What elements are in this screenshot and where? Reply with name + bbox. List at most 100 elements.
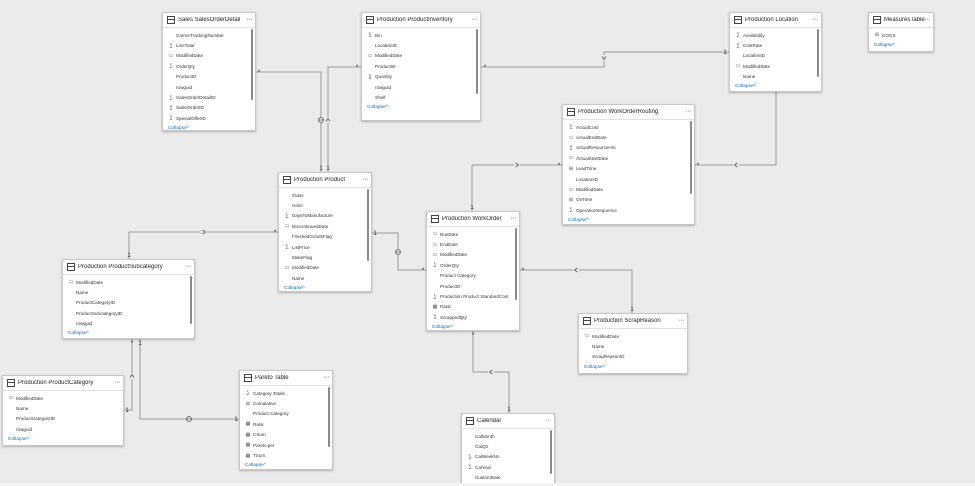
scrollbar[interactable] xyxy=(190,276,192,324)
scrollbar[interactable] xyxy=(367,189,369,261)
field-row[interactable]: Product Category xyxy=(427,271,519,281)
field-row[interactable]: ∑ListPrice xyxy=(279,242,371,252)
field-row[interactable]: ▭EndDate xyxy=(427,239,519,249)
field-row[interactable]: Class xyxy=(279,190,371,200)
relationship-line-sub-pareto[interactable] xyxy=(139,339,239,420)
table-card-subcategory[interactable]: Production ProductSubcategory··· ▭Modifie… xyxy=(62,259,195,339)
field-row[interactable]: ▭ModifiedDate xyxy=(362,51,480,61)
field-row[interactable]: ProductCategoryID xyxy=(3,414,123,424)
field-row[interactable]: Shelf xyxy=(362,92,480,102)
more-options-icon[interactable]: ··· xyxy=(323,374,330,381)
field-row[interactable]: LocationID xyxy=(563,174,694,184)
field-row[interactable]: ▭ModifiedDate xyxy=(730,61,821,71)
field-row[interactable]: ∑Bin xyxy=(362,30,480,40)
more-options-icon[interactable]: ··· xyxy=(812,16,819,23)
field-row[interactable]: ▭ModifiedDate xyxy=(427,250,519,260)
field-row[interactable]: CalMonth xyxy=(462,431,554,441)
field-row[interactable]: ∑Category Totals xyxy=(240,388,332,398)
card-header[interactable]: Production WorkOrder··· xyxy=(427,212,519,227)
relationship-line-cal-wo[interactable] xyxy=(472,331,510,413)
more-options-icon[interactable]: ··· xyxy=(685,108,692,115)
field-row[interactable]: ∑ScrappedQty xyxy=(427,312,519,322)
field-row[interactable]: ∑DaysToManufacture xyxy=(279,211,371,221)
field-row[interactable]: ∑ActualResourceHrs xyxy=(563,143,694,153)
more-options-icon[interactable]: ··· xyxy=(362,176,369,183)
field-row[interactable]: Name xyxy=(730,72,821,82)
field-row[interactable]: ProductID xyxy=(163,72,255,82)
field-row[interactable]: ▭ModifiedDate xyxy=(3,393,123,403)
relationship-line-wo-scrap[interactable] xyxy=(520,269,633,313)
card-header[interactable]: MeasuresTable··· xyxy=(869,13,933,28)
field-row[interactable]: ▭ModifiedDate xyxy=(63,277,194,287)
field-row[interactable]: Color xyxy=(279,200,371,210)
field-row[interactable]: ∑OrderQty xyxy=(427,260,519,270)
card-header[interactable]: Production ProductSubcategory··· xyxy=(63,260,194,275)
collapse-link[interactable]: Collapse ^ xyxy=(240,461,332,469)
table-card-location[interactable]: Production Location··· ∑Availability∑Cost… xyxy=(729,12,822,92)
field-row[interactable]: ▭ModifiedDate xyxy=(163,51,255,61)
field-row[interactable]: Name xyxy=(579,341,687,351)
card-header[interactable]: Sales SalesOrderDetail··· xyxy=(163,13,255,28)
field-row[interactable]: ▦Rank xyxy=(427,302,519,312)
collapse-link[interactable]: Collapse ^ xyxy=(730,82,821,91)
more-options-icon[interactable]: ··· xyxy=(924,16,931,23)
scrollbar[interactable] xyxy=(328,387,330,447)
field-row[interactable]: ▭ModifiedDate xyxy=(579,331,687,341)
collapse-link[interactable]: Collapse ^ xyxy=(563,216,694,224)
field-row[interactable]: ▦CSum xyxy=(240,430,332,440)
table-card-workorder[interactable]: Production WorkOrder··· ▭DueDate▭EndDate▭… xyxy=(426,211,520,331)
field-row[interactable]: ∑Quantity xyxy=(362,72,480,82)
field-row[interactable]: ▭DueDate xyxy=(427,229,519,239)
field-row[interactable]: ∑SalesOrderID xyxy=(163,103,255,113)
card-header[interactable]: Production Location··· xyxy=(730,13,821,28)
more-options-icon[interactable]: ··· xyxy=(114,379,121,386)
collapse-link[interactable]: Collapse ^ xyxy=(3,435,123,444)
relationship-line-wo-wor[interactable] xyxy=(471,164,562,211)
scrollbar[interactable] xyxy=(690,121,692,194)
field-row[interactable]: ∑OrderQty xyxy=(163,61,255,71)
field-row[interactable]: ▦TSum xyxy=(240,450,332,460)
field-row[interactable]: Name xyxy=(3,403,123,413)
field-row[interactable]: ∑LineTotal xyxy=(163,40,255,50)
more-options-icon[interactable]: ··· xyxy=(246,16,253,23)
collapse-link[interactable]: Collapse ^ xyxy=(362,103,480,112)
field-row[interactable]: CarrierTrackingNumber xyxy=(163,30,255,40)
collapse-link[interactable]: Collapse ^ xyxy=(163,124,255,130)
field-row[interactable]: ProductID xyxy=(427,281,519,291)
field-row[interactable]: ∑CalWeekNo xyxy=(462,452,554,462)
card-header[interactable]: Production ScrapReason··· xyxy=(579,314,687,329)
field-row[interactable]: ▭ModifiedDate xyxy=(563,184,694,194)
field-row[interactable]: Name xyxy=(279,273,371,283)
more-options-icon[interactable]: ··· xyxy=(185,263,192,270)
field-row[interactable]: rowguid xyxy=(63,319,194,329)
table-card-salesorderdetail[interactable]: Sales SalesOrderDetail··· CarrierTracking… xyxy=(162,12,256,131)
field-row[interactable]: ∑SalesOrderDetailID xyxy=(163,92,255,102)
field-row[interactable]: CalQtr xyxy=(462,441,554,451)
field-row[interactable]: rowguid xyxy=(163,82,255,92)
relationship-line-wor-location[interactable] xyxy=(695,92,777,166)
collapse-link[interactable]: Collapse ^ xyxy=(63,329,194,338)
field-row[interactable]: ∑CalYear xyxy=(462,462,554,472)
field-row[interactable]: ∑Availability xyxy=(730,30,821,40)
card-header[interactable]: Production WorkOrderRouting··· xyxy=(563,105,694,120)
field-row[interactable]: ProductID xyxy=(362,61,480,71)
relationship-line-sod-product[interactable] xyxy=(256,71,322,172)
scrollbar[interactable] xyxy=(550,430,552,474)
field-row[interactable]: CustomDate xyxy=(462,473,554,483)
card-header[interactable]: Production ProductCategory··· xyxy=(3,376,123,391)
field-row[interactable]: Name xyxy=(63,287,194,297)
field-row[interactable]: Product Category xyxy=(240,409,332,419)
card-header[interactable]: Calendar··· xyxy=(462,414,554,429)
field-row[interactable]: ∑CostRate xyxy=(730,40,821,50)
field-row[interactable]: ⊞COGS xyxy=(869,30,933,40)
card-header[interactable]: Production ProductInventory··· xyxy=(362,13,480,28)
field-row[interactable]: LocationID xyxy=(362,40,480,50)
collapse-link[interactable]: Collapse ^ xyxy=(427,323,519,330)
field-row[interactable]: ⊞LeadTime xyxy=(563,164,694,174)
field-row[interactable]: MakeFlag xyxy=(279,252,371,262)
